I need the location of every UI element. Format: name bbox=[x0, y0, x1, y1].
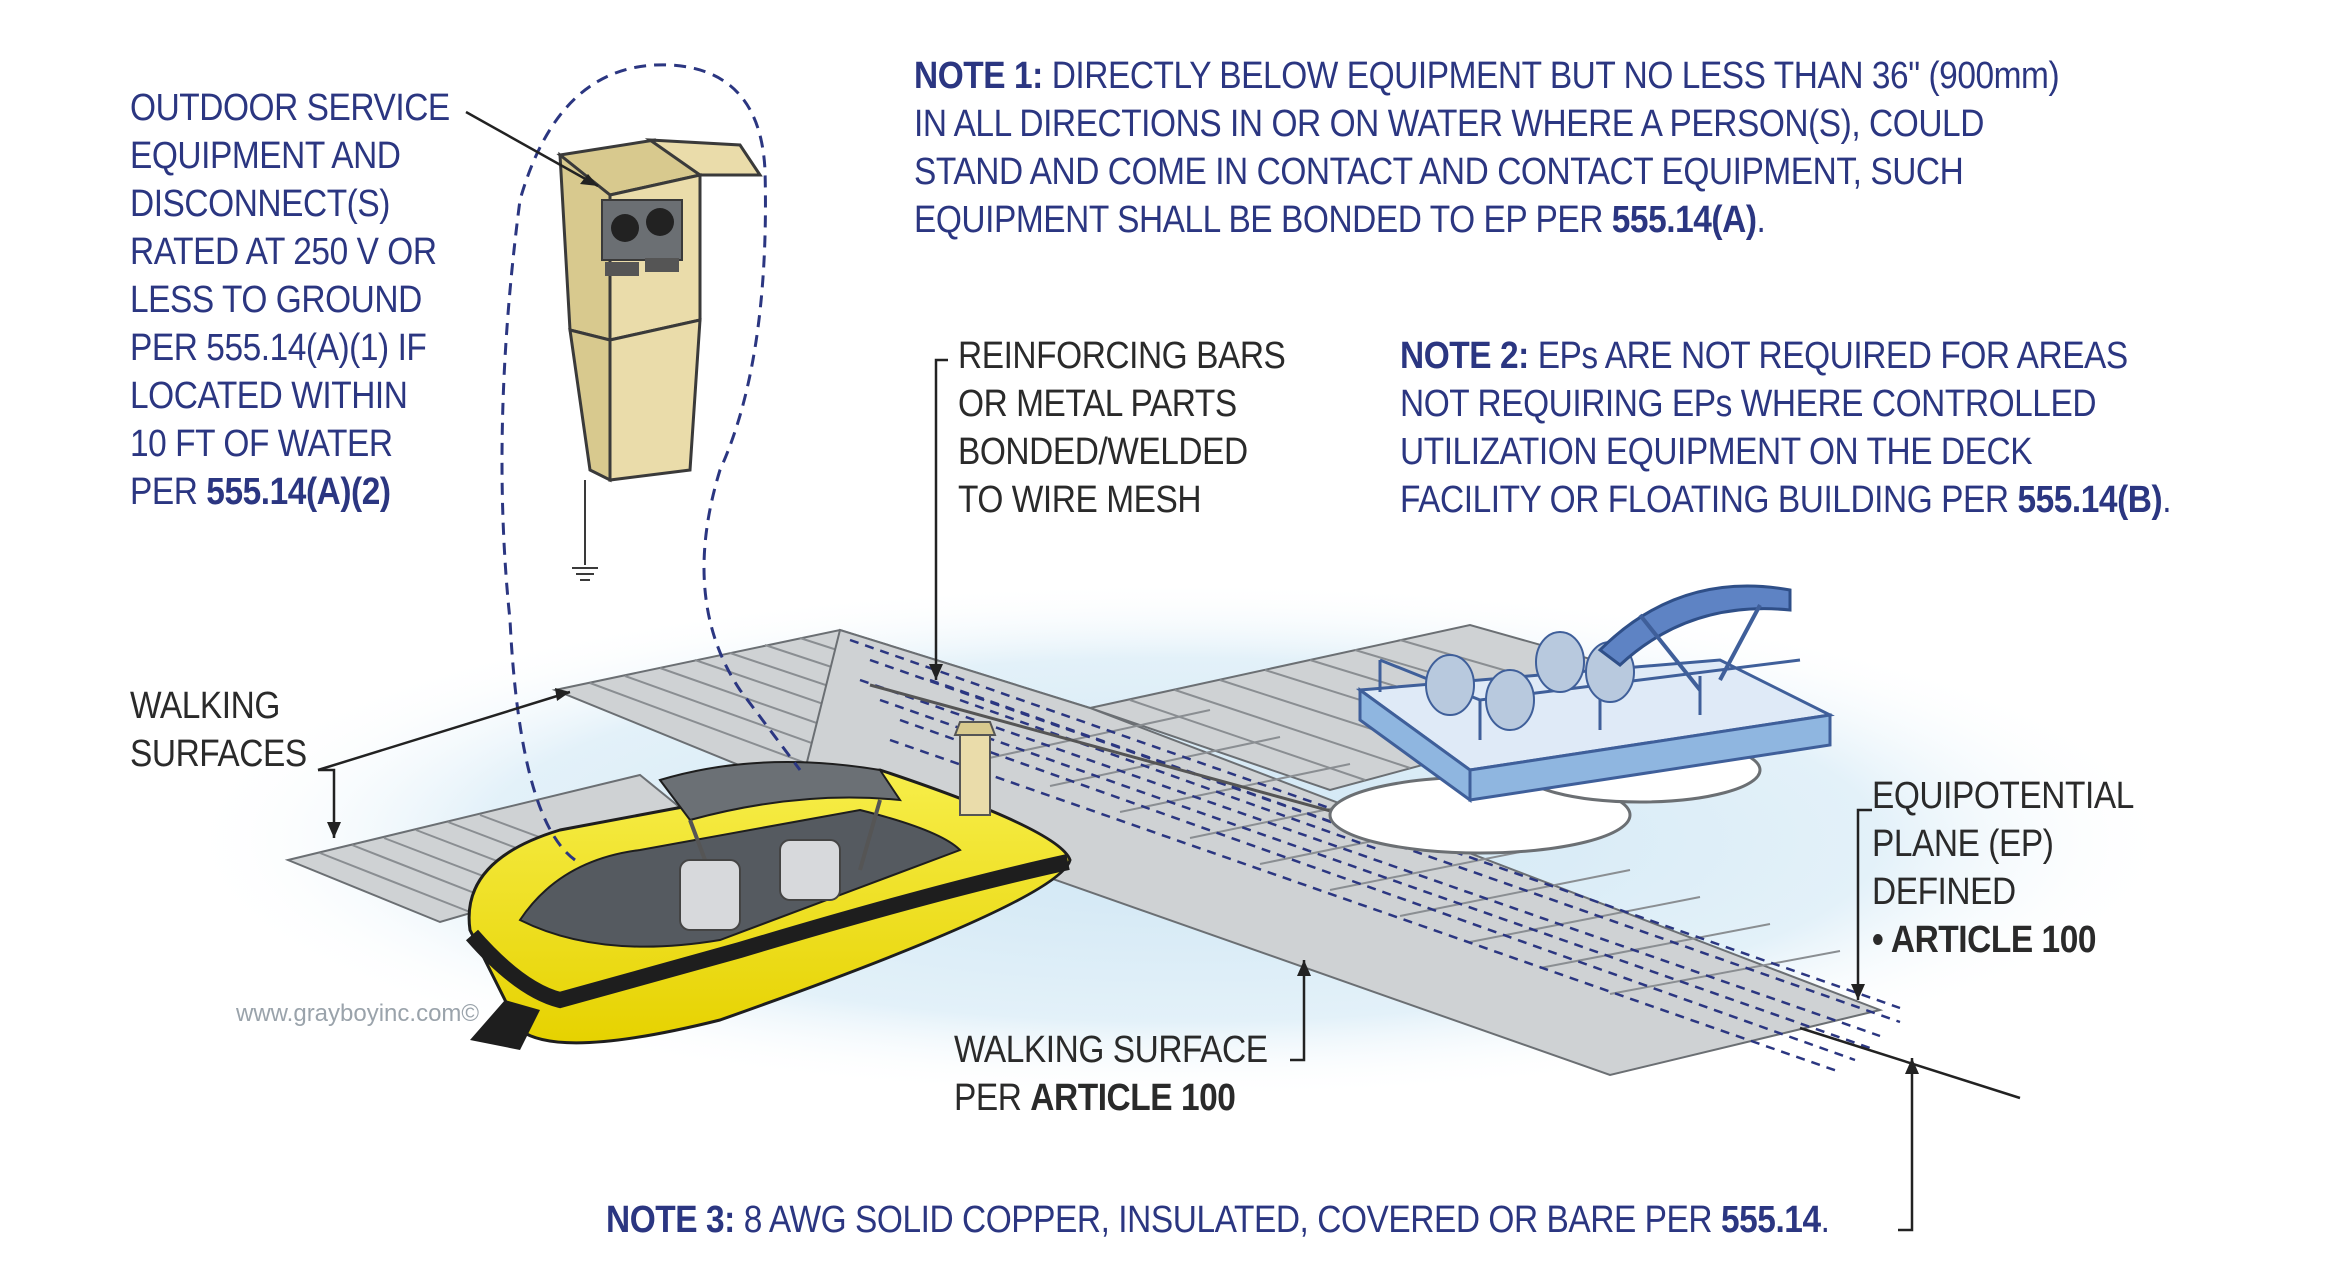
note-2-line-4: FACILITY OR FLOATING BUILDING PER bbox=[1400, 479, 2009, 521]
ep-bullet: • ARTICLE 100 bbox=[1872, 919, 2097, 961]
service-line-8: 10 FT OF WATER bbox=[130, 423, 393, 465]
note-1-label: NOTE 1: bbox=[914, 55, 1043, 97]
note-3-label: NOTE 3: bbox=[606, 1199, 735, 1241]
note-2-line-2: NOT REQUIRING EPs WHERE CONTROLLED bbox=[1400, 383, 2097, 425]
note-2-label: NOTE 2: bbox=[1400, 335, 1529, 377]
walking-surface-prefix: PER bbox=[954, 1077, 1022, 1119]
reinforcing-line-3: BONDED/WELDED bbox=[958, 431, 1248, 473]
note-2-line-1: EPs ARE NOT REQUIRED FOR AREAS bbox=[1537, 335, 2129, 377]
reinforcing-line-1: REINFORCING BARS bbox=[958, 335, 1286, 377]
note-2-tail: . bbox=[2162, 479, 2172, 521]
service-equipment-callout: OUTDOOR SERVICE EQUIPMENT AND DISCONNECT… bbox=[130, 84, 450, 516]
rebar bbox=[869, 683, 1401, 832]
service-line-3: DISCONNECT(S) bbox=[130, 183, 390, 225]
watermark: www.grayboyinc.com© bbox=[236, 1000, 480, 1027]
note-1-ref: 555.14(A) bbox=[1611, 199, 1757, 241]
reinforcing-line-2: OR METAL PARTS bbox=[958, 383, 1237, 425]
note-1-tail: . bbox=[1756, 199, 1766, 241]
service-ref: 555.14(A)(2) bbox=[206, 471, 391, 513]
note-3-tail: . bbox=[1820, 1199, 1830, 1241]
leader-arrowheads bbox=[327, 174, 1919, 1074]
note-3: NOTE 3: 8 AWG SOLID COPPER, INSULATED, C… bbox=[606, 1196, 1830, 1244]
walking-surfaces-line-1: WALKING bbox=[130, 685, 280, 727]
walking-surface-ref: ARTICLE 100 bbox=[1030, 1077, 1236, 1119]
pontoon-boat-illustration bbox=[1328, 584, 1835, 855]
service-pedestal-illustration bbox=[556, 138, 763, 581]
note-3-ref: 555.14 bbox=[1720, 1199, 1821, 1241]
walking-surfaces-callout: WALKING SURFACES bbox=[130, 682, 307, 778]
reinforcing-callout: REINFORCING BARS OR METAL PARTS BONDED/W… bbox=[958, 332, 1286, 524]
note-1-line-3: STAND AND COME IN CONTACT AND CONTACT EQ… bbox=[914, 151, 1964, 193]
equipotential-plane-callout: EQUIPOTENTIAL PLANE (EP) DEFINED • ARTIC… bbox=[1872, 772, 2134, 964]
pedestal-zone-loop bbox=[500, 63, 802, 862]
ep-line-1: EQUIPOTENTIAL bbox=[1872, 775, 2134, 817]
service-line-2: EQUIPMENT AND bbox=[130, 135, 401, 177]
note-2: NOTE 2: EPs ARE NOT REQUIRED FOR AREAS N… bbox=[1400, 332, 2171, 524]
service-line-7: LOCATED WITHIN bbox=[130, 375, 408, 417]
walking-surfaces-line-2: SURFACES bbox=[130, 733, 307, 775]
ep-line-2: PLANE (EP) bbox=[1872, 823, 2054, 865]
ep-line-3: DEFINED bbox=[1872, 871, 2016, 913]
walking-surface-article-callout: WALKING SURFACE PER ARTICLE 100 bbox=[954, 1026, 1268, 1122]
note-3-text: 8 AWG SOLID COPPER, INSULATED, COVERED O… bbox=[743, 1199, 1713, 1241]
service-line-5: LESS TO GROUND bbox=[130, 279, 422, 321]
service-line-1: OUTDOOR SERVICE bbox=[130, 87, 450, 129]
service-line-6: PER 555.14(A)(1) IF bbox=[130, 327, 427, 369]
reinforcing-line-4: TO WIRE MESH bbox=[958, 479, 1202, 521]
speedboat-illustration bbox=[465, 761, 1072, 1050]
service-line-4: RATED AT 250 V OR bbox=[130, 231, 437, 273]
note-2-ref: 555.14(B) bbox=[2017, 479, 2163, 521]
note-2-line-3: UTILIZATION EQUIPMENT ON THE DECK bbox=[1400, 431, 2033, 473]
note-1-line-2: IN ALL DIRECTIONS IN OR ON WATER WHERE A… bbox=[914, 103, 1984, 145]
service-line-9: PER bbox=[130, 471, 198, 513]
leader-lines bbox=[317, 110, 2021, 1232]
note-1-line-4: EQUIPMENT SHALL BE BONDED TO EP PER bbox=[914, 199, 1603, 241]
dock-pedestal bbox=[953, 721, 997, 816]
note-1: NOTE 1: DIRECTLY BELOW EQUIPMENT BUT NO … bbox=[914, 52, 2060, 244]
walking-surface-line-1: WALKING SURFACE bbox=[954, 1029, 1268, 1071]
note-1-line-1: DIRECTLY BELOW EQUIPMENT BUT NO LESS THA… bbox=[1051, 55, 2060, 97]
